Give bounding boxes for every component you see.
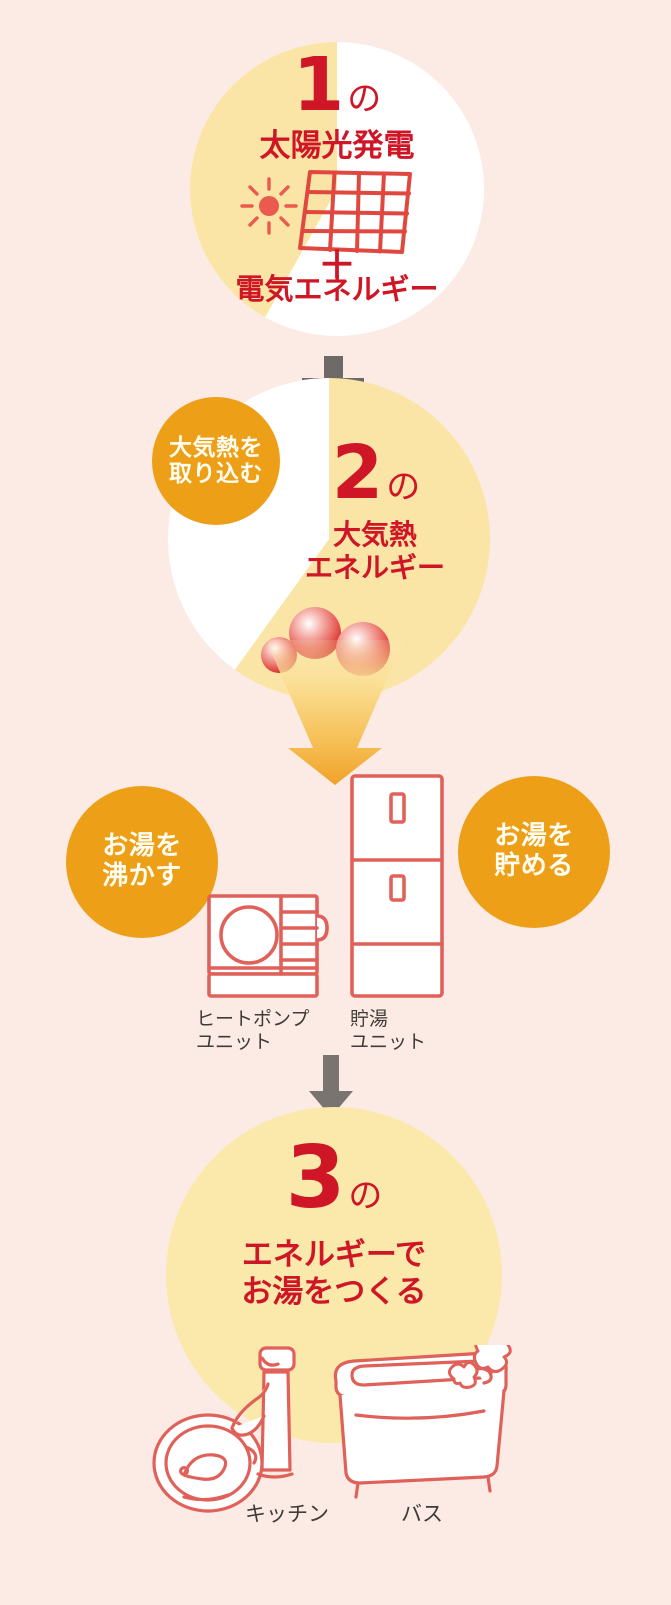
storage-tank-unit-icon [348, 772, 446, 1000]
bath-label: バス [401, 1502, 443, 1526]
badge-store-water-label: お湯を 貯める [494, 821, 574, 881]
step1-title-secondary: 電気エネルギー [235, 272, 439, 306]
step3-number: 3 [285, 1128, 346, 1228]
kitchen-label: キッチン [245, 1502, 329, 1526]
step3-title: エネルギーで お湯をつくる [241, 1237, 427, 1310]
step2-number-line: 2 の [262, 430, 490, 516]
faucet-icon [228, 1342, 318, 1492]
storage-tank-unit-label: 貯湯 ユニット [350, 1008, 427, 1053]
solar-panel-icon [296, 168, 414, 258]
step2-number-suffix: の [386, 467, 421, 507]
badge-capture-air-heat: 大気熱を 取り込む [152, 397, 280, 525]
sink-icon [150, 1405, 270, 1515]
step1-number-line: 1 の [190, 42, 484, 128]
step2-number: 2 [331, 430, 383, 516]
bathtub-icon [328, 1334, 518, 1505]
badge-boil-water-label: お湯を 沸かす [102, 831, 182, 891]
badge-store-water: お湯を 貯める [458, 776, 610, 928]
step1-title: 太陽光発電 [259, 128, 415, 164]
grey-down-arrow-icon [307, 1055, 355, 1117]
step3-number-line: 3 の [166, 1128, 502, 1228]
step1-plus-sign: ＋ [317, 243, 356, 287]
step2-title: 大気熱 エネルギー [304, 518, 445, 585]
heat-pump-unit-icon [205, 890, 333, 1002]
orange-funnel-arrow-icon [260, 640, 410, 785]
sun-icon [238, 175, 300, 237]
heat-pump-unit-label: ヒートポンプ ユニット [196, 1008, 310, 1053]
step1-number-suffix: の [347, 79, 382, 119]
step1-number: 1 [292, 42, 344, 128]
badge-boil-water: お湯を 沸かす [66, 786, 218, 938]
badge-capture-air-heat-label: 大気熱を 取り込む [169, 434, 263, 487]
step3-number-suffix: の [348, 1176, 383, 1216]
step1-circle [190, 42, 484, 336]
